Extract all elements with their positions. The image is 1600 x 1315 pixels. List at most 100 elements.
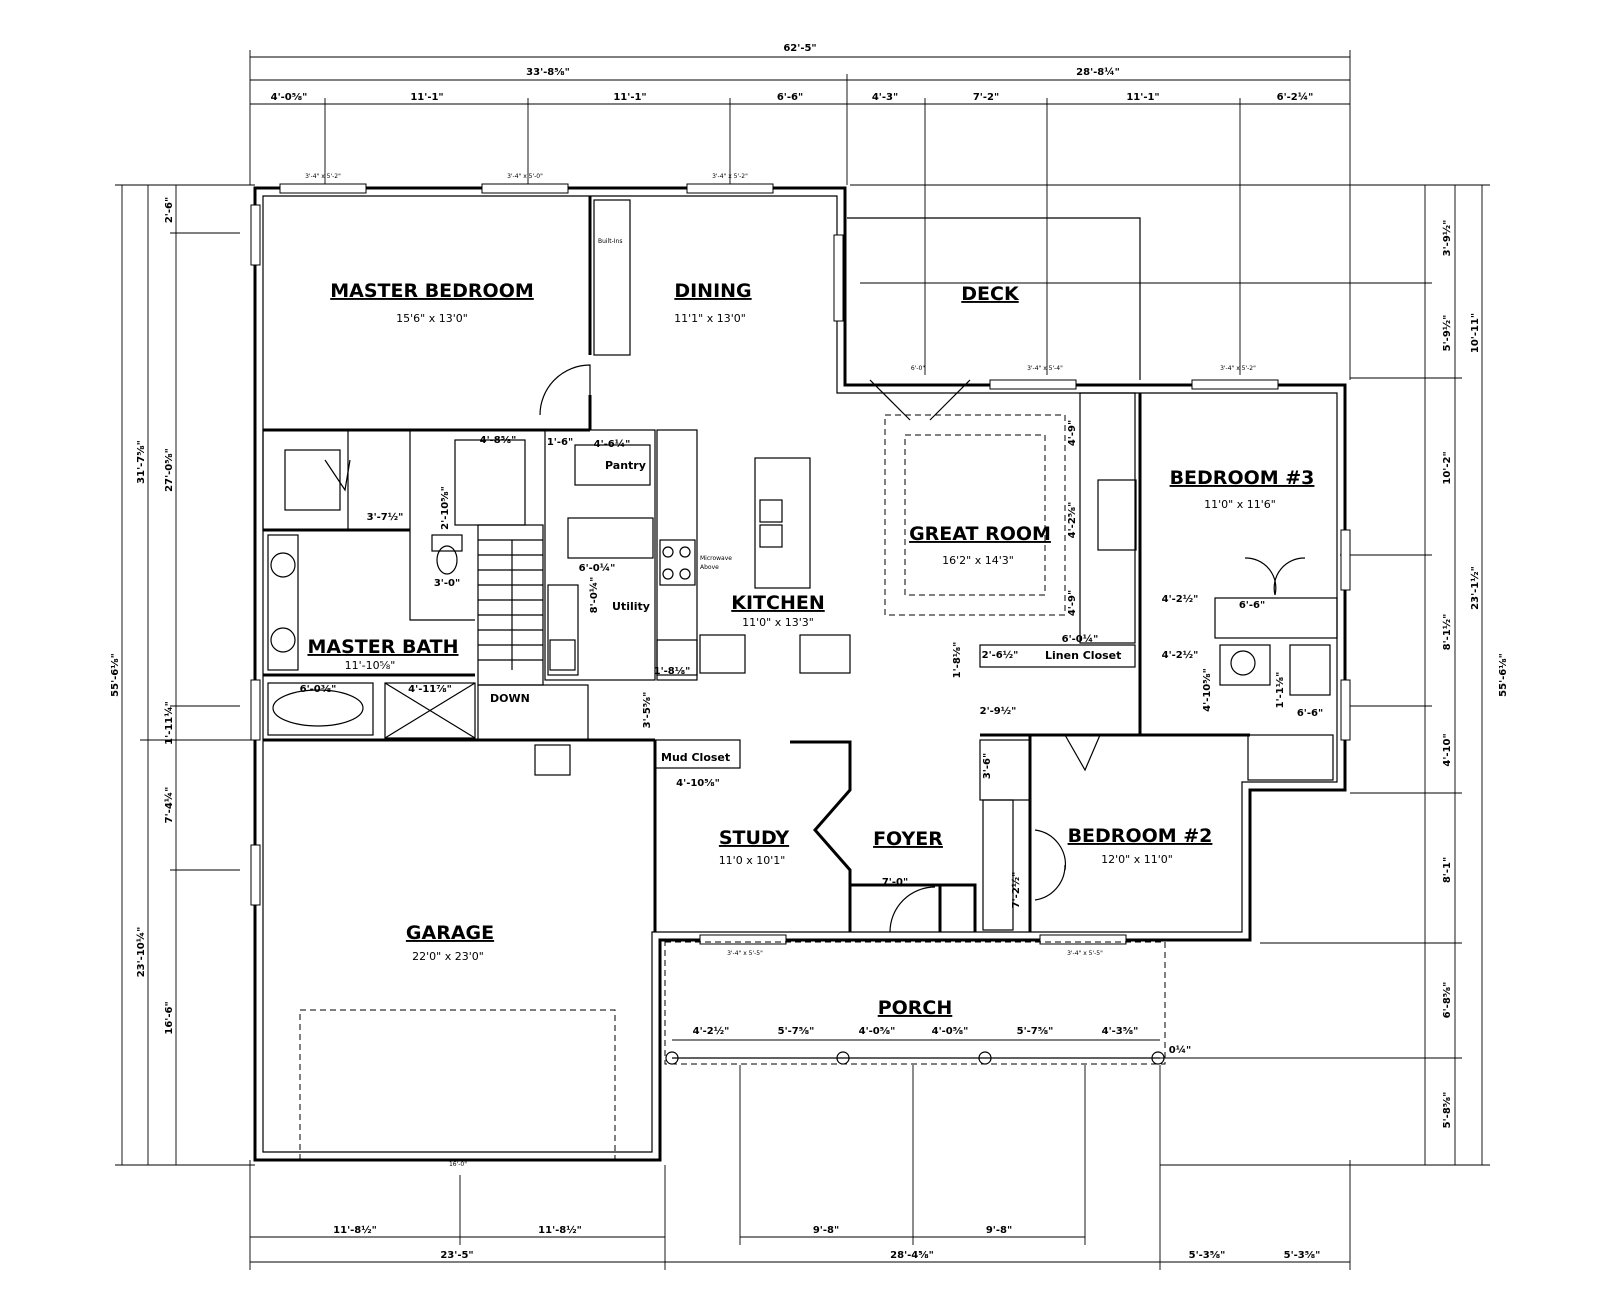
room-name-study: STUDY — [719, 827, 789, 849]
dim-interior: 2'-6½" — [982, 650, 1019, 661]
label-built-ins: Built-Ins — [598, 238, 622, 245]
dim-left-part: 2'-6" — [164, 197, 175, 223]
dim-top-seg: 6'-2¼" — [1277, 91, 1314, 103]
room-name-deck: DECK — [961, 283, 1020, 305]
dim-porch: 4'-3⅝" — [1102, 1026, 1139, 1037]
right-dimensions: 3'-9½" 5'-9½" 10'-2" 8'-1½" 4'-10" 8'-1"… — [850, 184, 1509, 1166]
dim-interior: 3'-6" — [982, 753, 993, 779]
room-name-garage: GARAGE — [406, 922, 494, 944]
window-label: 3'-4" x 5'-2" — [1220, 365, 1256, 372]
dim-interior: 6'-6" — [1297, 708, 1323, 719]
dim-right-part: 5'-8⅝" — [1442, 1092, 1453, 1129]
dim-right-part: 3'-9½" — [1442, 220, 1453, 257]
room-name-bedroom2: BEDROOM #2 — [1068, 825, 1213, 847]
dim-interior: 1'-6" — [547, 437, 573, 448]
dim-bottom-total: 23'-5" — [440, 1250, 473, 1261]
room-name-porch: PORCH — [878, 997, 953, 1019]
dim-left-part: 7'-4¼" — [163, 787, 175, 824]
dim-bottom-seg: 9'-8" — [986, 1225, 1012, 1236]
dim-interior: 4'-11⅞" — [408, 684, 452, 695]
dim-left-overall: 55'-6⅛" — [110, 653, 121, 697]
window-label: 3'-4" x 5'-5" — [727, 950, 763, 957]
dim-interior: 3'-5⅝" — [642, 692, 653, 729]
dim-interior: 3'-7½" — [367, 512, 404, 523]
doors — [324, 364, 1306, 933]
dim-interior: 8'-0¼" — [588, 577, 600, 614]
stair-treads — [478, 539, 543, 670]
room-size-master-bedroom: 15'6" x 13'0" — [396, 312, 468, 325]
dim-interior: 1'-8⅛" — [654, 666, 691, 677]
label-microwave: Microwave — [700, 555, 732, 562]
dim-porch: 4'-2½" — [693, 1026, 730, 1037]
window-label: 6'-0" — [911, 365, 925, 372]
dim-interior: 2'-9½" — [980, 706, 1017, 717]
label-above: Above — [700, 564, 719, 571]
window-label: 3'-4" x 5'-5" — [1067, 950, 1103, 957]
dim-top-seg: 7'-2" — [973, 92, 999, 103]
dim-interior: 4'-10⅝" — [676, 778, 720, 789]
label-mud-closet: Mud Closet — [661, 751, 730, 764]
garage-door-width: 16'-0" — [449, 1161, 467, 1168]
dim-porch-end: 0¼" — [1169, 1044, 1192, 1056]
dim-top-seg: 4'-3" — [872, 92, 898, 103]
dim-right-overall: 55'-6⅛" — [1498, 653, 1509, 697]
dim-bottom-seg: 11'-8½" — [333, 1225, 377, 1236]
dim-interior: 6'-0¼" — [579, 562, 616, 574]
dim-porch: 5'-7⅝" — [778, 1026, 815, 1037]
left-dimensions: 55'-6⅛" 31'-7⅝" 23'-10¼" 2'-6" 27'-0⅝" 1… — [110, 184, 255, 1166]
dim-left-lower: 23'-10¼" — [135, 927, 147, 978]
dim-top-seg: 4'-0⅝" — [271, 92, 308, 103]
dim-interior: 4'-2½" — [1162, 594, 1199, 605]
dim-bottom-seg: 9'-8" — [813, 1225, 839, 1236]
feature-labels: Pantry Utility Linen Closet Mud Closet D… — [490, 238, 1121, 764]
dim-left-part: 16'-6" — [164, 1001, 175, 1034]
room-size-bedroom3: 11'0" x 11'6" — [1204, 498, 1276, 511]
dim-interior: 6'-0⅜" — [300, 684, 337, 695]
window-label: 3'-4" x 5'-2" — [712, 173, 748, 180]
dim-interior: 4'-10⅝" — [1202, 668, 1213, 712]
label-pantry: Pantry — [605, 459, 646, 472]
dim-left-part: 1'-11¼" — [163, 701, 175, 745]
room-name-master-bath: MASTER BATH — [307, 636, 458, 658]
window-label: 3'-4" x 5'-2" — [305, 173, 341, 180]
dim-right-part: 6'-8⅝" — [1442, 982, 1453, 1019]
label-utility: Utility — [612, 600, 650, 613]
dim-bottom-total: 5'-3⅝" — [1284, 1250, 1321, 1261]
dim-bottom-total: 5'-3⅝" — [1189, 1250, 1226, 1261]
room-labels: MASTER BEDROOM 15'6" x 13'0" DINING 11'1… — [307, 280, 1314, 1019]
room-size-garage: 22'0" x 23'0" — [412, 950, 484, 963]
dim-porch: 4'-0⅝" — [932, 1026, 969, 1037]
windows: 3'-4" x 5'-2" 3'-4" x 5'-0" 3'-4" x 5'-2… — [250, 173, 1351, 957]
dim-left-upper: 31'-7⅝" — [136, 440, 147, 484]
dim-top-seg: 11'-1" — [1126, 92, 1159, 103]
room-size-great-room: 16'2" x 14'3" — [942, 554, 1014, 567]
interior-dimensions: 4'-8⅝" 1'-6" 4'-6¼" 3'-7½" 2'-10⅝" 3'-0"… — [300, 420, 1324, 1056]
window-label: 3'-4" x 5'-4" — [1027, 365, 1063, 372]
dim-interior: 4'-8⅝" — [480, 435, 517, 446]
dim-top-overall: 62'-5" — [783, 43, 816, 54]
dim-right-part: 5'-9½" — [1442, 315, 1453, 352]
dim-interior: 4'-2½" — [1162, 650, 1199, 661]
room-size-kitchen: 11'0" x 13'3" — [742, 616, 814, 629]
room-name-bedroom3: BEDROOM #3 — [1170, 467, 1315, 489]
dim-interior: 4'-2⅝" — [1067, 502, 1078, 539]
dim-right-part: 8'-1" — [1442, 857, 1453, 883]
room-name-master-bedroom: MASTER BEDROOM — [330, 280, 534, 302]
dim-right-b: 23'-1½" — [1470, 566, 1481, 610]
dim-interior: 4'-9" — [1067, 590, 1078, 616]
room-name-dining: DINING — [674, 280, 751, 302]
dim-right-part: 4'-10" — [1442, 733, 1453, 766]
dim-top-left: 33'-8⅝" — [526, 67, 570, 78]
dim-interior: 7'-0" — [882, 877, 908, 888]
dim-interior: 1'-8⅛" — [952, 642, 963, 679]
room-size-study: 11'0 x 10'1" — [719, 854, 786, 867]
dim-top-seg: 11'-1" — [613, 92, 646, 103]
dim-interior: 6'-0¼" — [1062, 633, 1099, 645]
dim-bottom-total: 28'-4⅝" — [890, 1250, 934, 1261]
dim-bottom-seg: 11'-8½" — [538, 1225, 582, 1236]
dim-left-part: 27'-0⅝" — [164, 448, 175, 492]
window-label: 3'-4" x 5'-0" — [507, 173, 543, 180]
dim-interior: 4'-6¼" — [594, 438, 631, 450]
room-name-great-room: GREAT ROOM — [909, 523, 1051, 545]
